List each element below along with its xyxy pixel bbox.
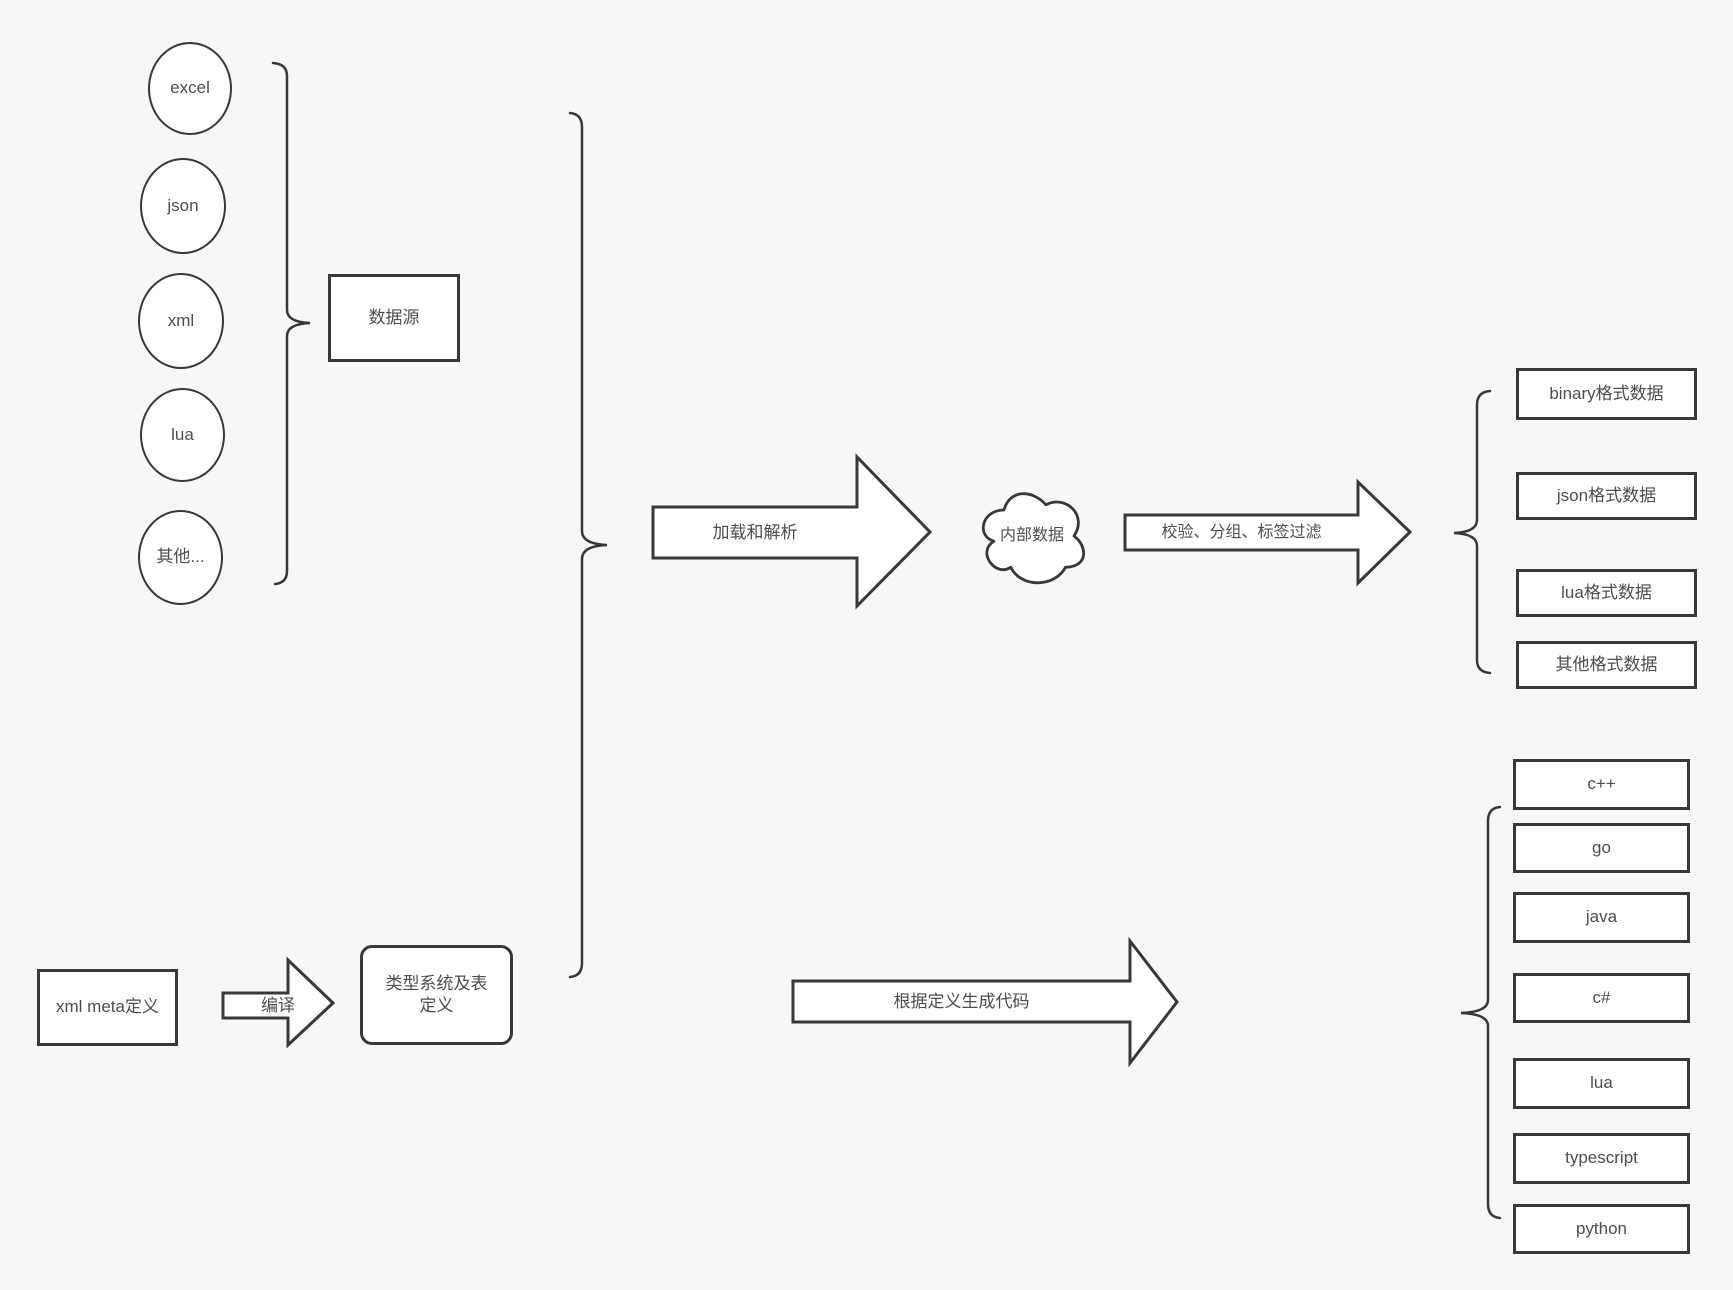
source-ellipse-json: json: [140, 158, 226, 254]
filter-arrow: [1123, 478, 1413, 587]
source-ellipse-excel: excel: [148, 42, 232, 135]
formats-brace: [1453, 389, 1492, 675]
format-label: binary格式数据: [1549, 383, 1664, 403]
lang-box-typescript: typescript: [1513, 1133, 1690, 1184]
compile-arrow-label: 编译: [261, 995, 295, 1015]
datasource-label: 数据源: [368, 307, 420, 327]
format-box-binary: binary格式数据: [1516, 368, 1697, 420]
codegen-arrow: [791, 936, 1179, 1068]
load-parse-arrow: [651, 453, 933, 610]
filter-arrow-label: 校验、分组、标签过滤: [1161, 523, 1322, 541]
xml-meta-box: xml meta定义: [37, 969, 178, 1046]
source-ellipse-others: 其他...: [138, 510, 223, 605]
codegen-arrow-label: 根据定义生成代码: [893, 991, 1030, 1011]
source-label: 其他...: [156, 547, 205, 567]
source-label: excel: [170, 78, 210, 98]
internal-data-cloud: [981, 492, 1085, 585]
format-box-other: 其他格式数据: [1516, 641, 1697, 689]
type-system-label: 类型系统及表定义: [385, 973, 488, 1015]
sources-brace: [271, 61, 311, 586]
source-label: xml: [167, 310, 195, 330]
lang-box-python: python: [1513, 1204, 1690, 1254]
type-system-box: 类型系统及表定义: [360, 945, 513, 1045]
internal-data-cloud-label: 内部数据: [999, 527, 1064, 544]
lang-label: python: [1575, 1218, 1628, 1238]
format-label: lua格式数据: [1561, 582, 1652, 602]
compile-arrow: [221, 956, 336, 1049]
source-label: json: [167, 195, 199, 215]
datasource-box: 数据源: [328, 274, 460, 362]
source-label: lua: [171, 424, 194, 444]
lang-box-go: go: [1513, 823, 1690, 873]
languages-brace: [1460, 805, 1502, 1220]
lang-label: java: [1585, 907, 1618, 927]
load-parse-arrow-label: 加载和解析: [712, 522, 798, 542]
lang-box-csharp: c#: [1513, 973, 1690, 1023]
lang-label: c#: [1592, 987, 1611, 1007]
lang-label: go: [1592, 837, 1611, 857]
lang-box-cpp: c++: [1513, 759, 1690, 810]
format-label: 其他格式数据: [1555, 654, 1658, 674]
format-box-json: json格式数据: [1516, 472, 1697, 520]
lang-box-lua: lua: [1513, 1058, 1690, 1109]
xml-meta-label: xml meta定义: [56, 997, 159, 1017]
lang-box-java: java: [1513, 892, 1690, 943]
source-ellipse-xml: xml: [138, 273, 224, 369]
lang-label: c++: [1587, 774, 1616, 794]
lang-label: lua: [1590, 1073, 1613, 1093]
format-box-lua: lua格式数据: [1516, 569, 1697, 617]
main-group-brace: [568, 111, 608, 979]
format-label: json格式数据: [1556, 485, 1657, 505]
source-ellipse-lua: lua: [140, 388, 225, 482]
lang-label: typescript: [1565, 1148, 1638, 1168]
